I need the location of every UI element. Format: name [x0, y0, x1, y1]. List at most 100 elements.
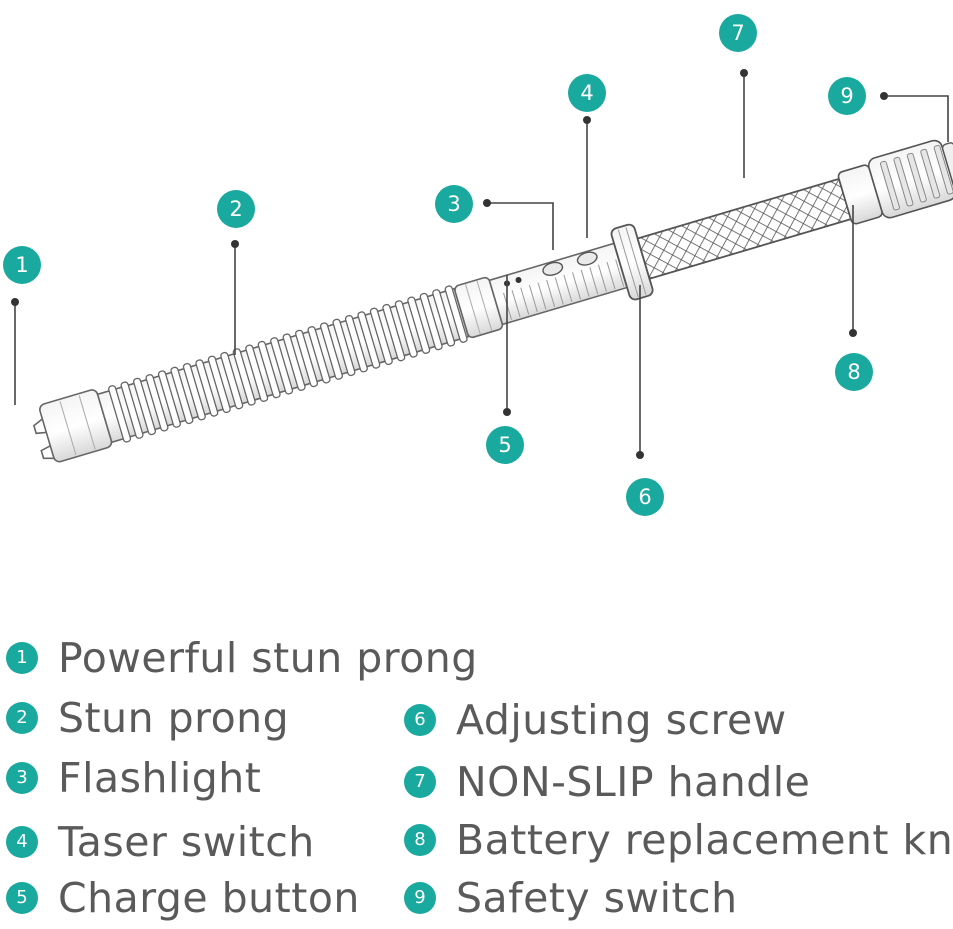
callout-badge-2: 2: [217, 190, 255, 228]
legend-item-3: 3 Flashlight: [6, 750, 261, 806]
shaft-rib: [157, 370, 181, 428]
shaft-rib: [295, 329, 319, 388]
legend-badge: 2: [6, 702, 38, 734]
callout-badge-6: 6: [626, 478, 664, 516]
shaft-rib: [369, 307, 393, 366]
leader-line-9: [884, 95, 949, 142]
leader-dot: [583, 116, 591, 124]
legend-badge: 3: [6, 762, 38, 794]
switch-groove: [511, 290, 521, 318]
leader-dot: [11, 298, 19, 306]
shaft-rib: [419, 292, 443, 351]
shaft-rib: [220, 351, 244, 410]
callout-badge-5: 5: [486, 426, 524, 464]
switch-groove: [606, 262, 616, 290]
switch-groove: [537, 282, 547, 310]
leader-dot: [231, 240, 239, 248]
legend-label: Flashlight: [58, 754, 262, 802]
switch-groove: [528, 285, 538, 313]
shaft-rib: [444, 285, 468, 343]
leader-dot: [740, 69, 748, 77]
switch-groove: [563, 274, 573, 302]
shaft-rib: [195, 359, 219, 417]
leader-line-3: [487, 202, 554, 250]
shaft-rib: [207, 355, 231, 414]
legend-label: NON-SLIP handle: [456, 758, 811, 806]
callout-badge-4: 4: [568, 74, 606, 112]
legend-label: Safety switch: [456, 874, 738, 922]
legend-item-7: 7 NON-SLIP handle: [404, 754, 810, 810]
shaft-rib: [307, 326, 331, 384]
callout-badge-3: 3: [435, 185, 473, 223]
shaft-rib: [382, 303, 406, 362]
callout-badge-9: 9: [828, 77, 866, 115]
switch-groove: [597, 264, 607, 292]
callout-badge-7: 7: [719, 14, 757, 52]
legend-label: Stun prong: [58, 694, 290, 742]
shaft-rib: [145, 374, 169, 432]
switch-groove: [589, 267, 599, 295]
legend-badge: 7: [404, 766, 436, 798]
shaft-rib: [245, 344, 269, 402]
legend-item-6: 6 Adjusting screw: [404, 692, 787, 748]
legend-badge: 6: [404, 704, 436, 736]
legend-item-2: 2 Stun prong: [6, 690, 289, 746]
shaft-rib: [344, 314, 368, 373]
shaft-rib: [257, 340, 281, 399]
leader-dot: [503, 408, 511, 416]
shaft-rib: [232, 348, 256, 406]
leader-dot: [880, 92, 888, 100]
shaft-rib: [432, 289, 456, 347]
shaft-rib: [357, 311, 381, 369]
shaft-rib: [182, 362, 206, 421]
stun-baton-illustration: [11, 69, 953, 463]
shaft-rib: [394, 300, 418, 358]
leader-dot: [636, 451, 644, 459]
battery-knob: [837, 139, 953, 225]
legend-item-1: 1 Powerful stun prong: [6, 630, 478, 686]
shaft-rib: [332, 318, 356, 377]
leader-lines: [11, 69, 949, 459]
charge-port-dot: [515, 277, 522, 284]
leader-dot: [483, 199, 491, 207]
shaft-rib: [407, 296, 431, 354]
legend-badge: 4: [6, 826, 38, 858]
shaft-rib: [108, 385, 132, 443]
cap-groove: [933, 144, 953, 195]
legend-badge: 8: [404, 824, 436, 856]
non-slip-handle: [636, 177, 853, 280]
shaft-rib: [282, 333, 306, 391]
shaft-rib: [319, 322, 343, 380]
legend-label: Charge button: [58, 874, 360, 922]
flashlight-button: [542, 261, 564, 276]
switch-groove: [580, 269, 590, 297]
switch-groove: [615, 259, 625, 287]
taser-switch-button: [576, 251, 598, 266]
legend-label: Powerful stun prong: [58, 634, 478, 682]
shaft-rib: [270, 337, 294, 395]
ribbed-shaft: [96, 285, 470, 444]
legend-item-9: 9 Safety switch: [404, 870, 738, 926]
baton-body: [32, 139, 953, 463]
switch-groove: [572, 272, 581, 300]
cap-groove: [906, 152, 927, 203]
shaft-rib: [170, 366, 194, 425]
switch-section: [488, 242, 629, 326]
legend-label: Battery replacement knob: [456, 816, 953, 864]
cap-groove: [893, 156, 914, 207]
legend-badge: 9: [404, 882, 436, 914]
callout-badge-1: 1: [3, 246, 41, 284]
legend-badge: 5: [6, 882, 38, 914]
legend-label: Taser switch: [58, 818, 315, 866]
legend-item-8: 8 Battery replacement knob: [404, 812, 953, 868]
legend-badge: 1: [6, 642, 38, 674]
shaft-rib: [132, 377, 157, 436]
switch-groove: [546, 279, 556, 308]
legend-label: Adjusting screw: [456, 696, 787, 744]
switch-groove: [520, 287, 530, 315]
leader-dot: [849, 329, 857, 337]
callout-badge-8: 8: [835, 353, 873, 391]
cap-groove: [920, 148, 941, 199]
cap-groove: [879, 160, 900, 211]
